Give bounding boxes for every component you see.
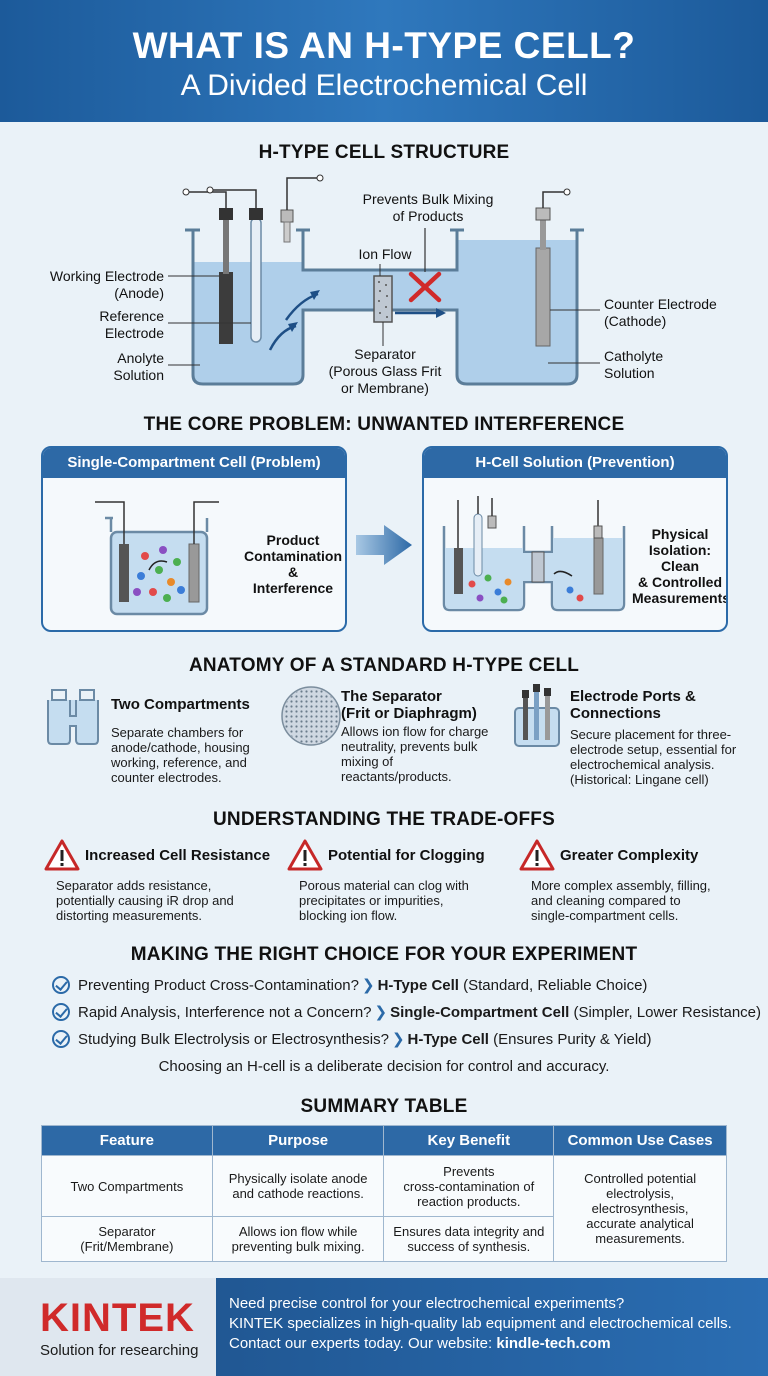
page-subtitle: A Divided Electrochemical Cell xyxy=(180,69,588,102)
anatomy-item-3-title: Electrode Ports & Connections xyxy=(570,688,696,722)
choice-note: (Ensures Purity & Yield) xyxy=(493,1031,652,1048)
chevron-right-icon: ❯ xyxy=(391,1031,405,1048)
h-cell-solution-header: H-Cell Solution (Prevention) xyxy=(424,448,726,478)
ion-flow-label: Ion Flow xyxy=(358,246,412,262)
choice-question: Studying Bulk Electrolysis or Electrosyn… xyxy=(78,1031,389,1048)
anatomy-title: ANATOMY OF A STANDARD H-TYPE CELL xyxy=(188,655,580,676)
choice-row: Preventing Product Cross-Contamination?❯… xyxy=(52,976,647,995)
choice-question: Preventing Product Cross-Contamination? xyxy=(78,977,359,994)
table-row: Separator (Frit/Membrane) Allows ion flo… xyxy=(41,1216,727,1262)
prevents-mixing-label: Prevents Bulk Mixing of Products xyxy=(362,191,494,224)
single-compartment-text: Product Contamination & Interference xyxy=(244,532,342,596)
electrode-ports-icon xyxy=(514,684,560,747)
warning-icon xyxy=(44,839,80,871)
arrow-right-icon xyxy=(356,525,412,565)
separator-frit xyxy=(373,275,393,323)
tradeoff-2-title: Potential for Clogging xyxy=(328,847,485,864)
reference-electrode-label: Reference Electrode xyxy=(99,308,164,341)
table-cell: Prevents cross-contamination of reaction… xyxy=(383,1155,555,1217)
choice-conclusion: Choosing an H-cell is a deliberate decis… xyxy=(158,1058,610,1075)
anatomy-item-2-text: Allows ion flow for charge neutrality, p… xyxy=(341,724,489,784)
single-compartment-header: Single-Compartment Cell (Problem) xyxy=(43,448,345,478)
choice-row: Rapid Analysis, Interference not a Conce… xyxy=(52,1003,761,1022)
check-icon xyxy=(52,1030,70,1048)
tradeoff-1-text: Separator adds resistance, potentially c… xyxy=(56,878,234,923)
website-link[interactable]: kindle-tech.com xyxy=(496,1335,611,1352)
table-header-benefit: Key Benefit xyxy=(383,1125,555,1156)
anatomy-item-1-title: Two Compartments xyxy=(111,696,250,713)
table-cell: Allows ion flow while preventing bulk mi… xyxy=(211,1216,385,1262)
table-header-purpose: Purpose xyxy=(211,1125,385,1156)
check-icon xyxy=(52,976,70,994)
anatomy-item-3-text: Secure placement for three- electrode se… xyxy=(570,727,737,787)
h-cell-solution-panel: H-Cell Solution (Prevention) Physical Is… xyxy=(422,446,728,632)
reference-electrode xyxy=(250,217,262,343)
check-icon xyxy=(52,1003,70,1021)
counter-electrode-label: Counter Electrode (Cathode) xyxy=(604,296,717,329)
table-row: Two Compartments Physically isolate anod… xyxy=(41,1155,727,1262)
table-header-feature: Feature xyxy=(41,1125,213,1156)
separator-frit-icon xyxy=(281,686,341,746)
warning-icon xyxy=(287,839,323,871)
footer-line-3: Contact our experts today. Our website: … xyxy=(229,1334,759,1354)
logo-tagline: Solution for researching xyxy=(40,1342,199,1359)
footer-contact-text: Contact our experts today. Our website: xyxy=(229,1335,497,1352)
table-cell: Separator (Frit/Membrane) xyxy=(41,1216,213,1262)
counter-electrode xyxy=(535,247,551,347)
kintek-logo: KINTEK xyxy=(40,1296,195,1340)
h-cell-small-icon xyxy=(442,496,626,612)
h-cell-solution-text: Physical Isolation: Clean & Controlled M… xyxy=(632,526,728,606)
table-cell: Two Compartments xyxy=(41,1155,213,1217)
warning-icon xyxy=(519,839,555,871)
table-header-use-cases: Common Use Cases xyxy=(553,1125,727,1156)
table-cell: Controlled potential electrolysis, elect… xyxy=(553,1155,727,1262)
footer-line-2: KINTEK specializes in high-quality lab e… xyxy=(229,1315,732,1332)
summary-table: Feature Purpose Key Benefit Common Use C… xyxy=(41,1125,727,1262)
working-electrode xyxy=(219,272,233,344)
h-cell-diagram xyxy=(168,174,600,386)
electrolyte-solution xyxy=(193,240,577,384)
choice-answer: H-Type Cell xyxy=(407,1031,489,1048)
tradeoff-1-title: Increased Cell Resistance xyxy=(85,847,271,864)
anatomy-item-2-title: The Separator (Frit or Diaphragm) xyxy=(341,688,477,722)
summary-title: SUMMARY TABLE xyxy=(300,1096,468,1117)
logo-area: KINTEK Solution for researching xyxy=(0,1278,216,1376)
two-compartments-icon xyxy=(47,689,99,745)
page-title: WHAT IS AN H-TYPE CELL? xyxy=(132,25,636,66)
anatomy-item-1-text: Separate chambers for anode/cathode, hou… xyxy=(111,725,250,785)
page-header: WHAT IS AN H-TYPE CELL? A Divided Electr… xyxy=(0,0,768,122)
choice-answer: H-Type Cell xyxy=(377,977,459,994)
choice-title: MAKING THE RIGHT CHOICE FOR YOUR EXPERIM… xyxy=(130,944,638,965)
choice-note: (Simpler, Lower Resistance) xyxy=(573,1004,762,1021)
no-mixing-x-icon xyxy=(408,271,442,303)
structure-title: H-TYPE CELL STRUCTURE xyxy=(258,142,510,163)
working-electrode-label: Working Electrode (Anode) xyxy=(49,268,164,301)
footer-line-1: Need precise control for your electroche… xyxy=(229,1295,625,1312)
tradeoff-3-text: More complex assembly, filling, and clea… xyxy=(531,878,711,923)
single-compartment-panel: Single-Compartment Cell (Problem) Produc… xyxy=(41,446,347,632)
anolyte-label: Anolyte Solution xyxy=(113,350,164,383)
core-problem-title: THE CORE PROBLEM: UNWANTED INTERFERENCE xyxy=(143,414,625,435)
footer: KINTEK Solution for researching Need pre… xyxy=(0,1278,768,1376)
choice-note: (Standard, Reliable Choice) xyxy=(463,977,648,994)
choice-row: Studying Bulk Electrolysis or Electrosyn… xyxy=(52,1030,652,1049)
chevron-right-icon: ❯ xyxy=(374,1004,388,1021)
tradeoff-3-title: Greater Complexity xyxy=(560,847,699,864)
tradeoff-2-text: Porous material can clog with precipitat… xyxy=(299,878,469,923)
catholyte-label: Catholyte Solution xyxy=(604,348,664,381)
table-cell: Physically isolate anode and cathode rea… xyxy=(211,1155,385,1217)
footer-text: Need precise control for your electroche… xyxy=(229,1294,759,1354)
table-header-row: Feature Purpose Key Benefit Common Use C… xyxy=(41,1125,727,1156)
table-cell: Ensures data integrity and success of sy… xyxy=(383,1216,555,1262)
choice-question: Rapid Analysis, Interference not a Conce… xyxy=(78,1004,372,1021)
single-cell-icon xyxy=(95,501,219,616)
tradeoffs-title: UNDERSTANDING THE TRADE-OFFS xyxy=(213,809,555,830)
chevron-right-icon: ❯ xyxy=(361,977,375,994)
separator-label: Separator (Porous Glass Frit or Membrane… xyxy=(328,346,442,396)
choice-answer: Single-Compartment Cell xyxy=(390,1004,570,1021)
